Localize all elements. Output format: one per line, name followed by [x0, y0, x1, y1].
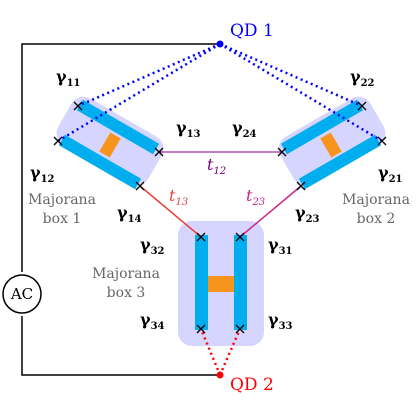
- ac-source: AC: [2, 274, 42, 314]
- box2-label-line2: box 2: [357, 211, 396, 227]
- junction: [99, 132, 121, 158]
- qd1-label: QD 1: [230, 21, 274, 41]
- majorana-box-1: [56, 96, 164, 190]
- ac-source-label: AC: [10, 285, 33, 303]
- nanowire: [280, 99, 364, 155]
- gamma-21-label: γ21: [378, 163, 402, 185]
- t12-label: t12: [207, 155, 226, 177]
- junction: [208, 276, 234, 292]
- gamma-32-label: γ32: [140, 235, 165, 257]
- nanowire: [298, 134, 382, 190]
- t23-label: t23: [246, 186, 265, 208]
- box3-label-line2: box 3: [107, 285, 146, 301]
- nanowire: [195, 235, 208, 330]
- coupling-line-t23: [239, 185, 302, 238]
- gamma-33-label: γ33: [268, 310, 293, 332]
- quantum-dot-1: QD 1: [216, 21, 274, 48]
- qd1-couplings: [57, 42, 383, 143]
- nanowire: [76, 99, 160, 155]
- nanowire: [234, 235, 247, 330]
- majorana-box-2: [278, 96, 386, 190]
- gamma-34-label: γ34: [140, 310, 165, 332]
- t13-label: t13: [169, 186, 188, 208]
- coupling-line-t13: [139, 185, 202, 238]
- quantum-dot-2: QD 2: [216, 371, 274, 395]
- gamma-24-label: γ24: [232, 118, 257, 140]
- majorana-box-3: [178, 221, 264, 346]
- box1-label-line1: Majorana: [28, 192, 96, 208]
- gamma-11-label: γ11: [56, 67, 80, 89]
- circuit-wire: [21, 43, 220, 376]
- qd2-label: QD 2: [230, 375, 274, 395]
- gamma-23-label: γ23: [295, 203, 320, 225]
- box2-label-line1: Majorana: [342, 192, 410, 208]
- nanowire: [58, 134, 142, 190]
- junction: [320, 132, 342, 158]
- box3-label-line1: Majorana: [92, 266, 160, 282]
- majorana-markers: [53, 101, 387, 334]
- gamma-12-label: γ12: [30, 163, 55, 185]
- box1-label-line2: box 1: [43, 211, 82, 227]
- gamma-13-label: γ13: [176, 118, 201, 140]
- gamma-22-label: γ22: [350, 67, 375, 89]
- gamma-31-label: γ31: [268, 235, 292, 257]
- gamma-14-label: γ14: [117, 203, 142, 225]
